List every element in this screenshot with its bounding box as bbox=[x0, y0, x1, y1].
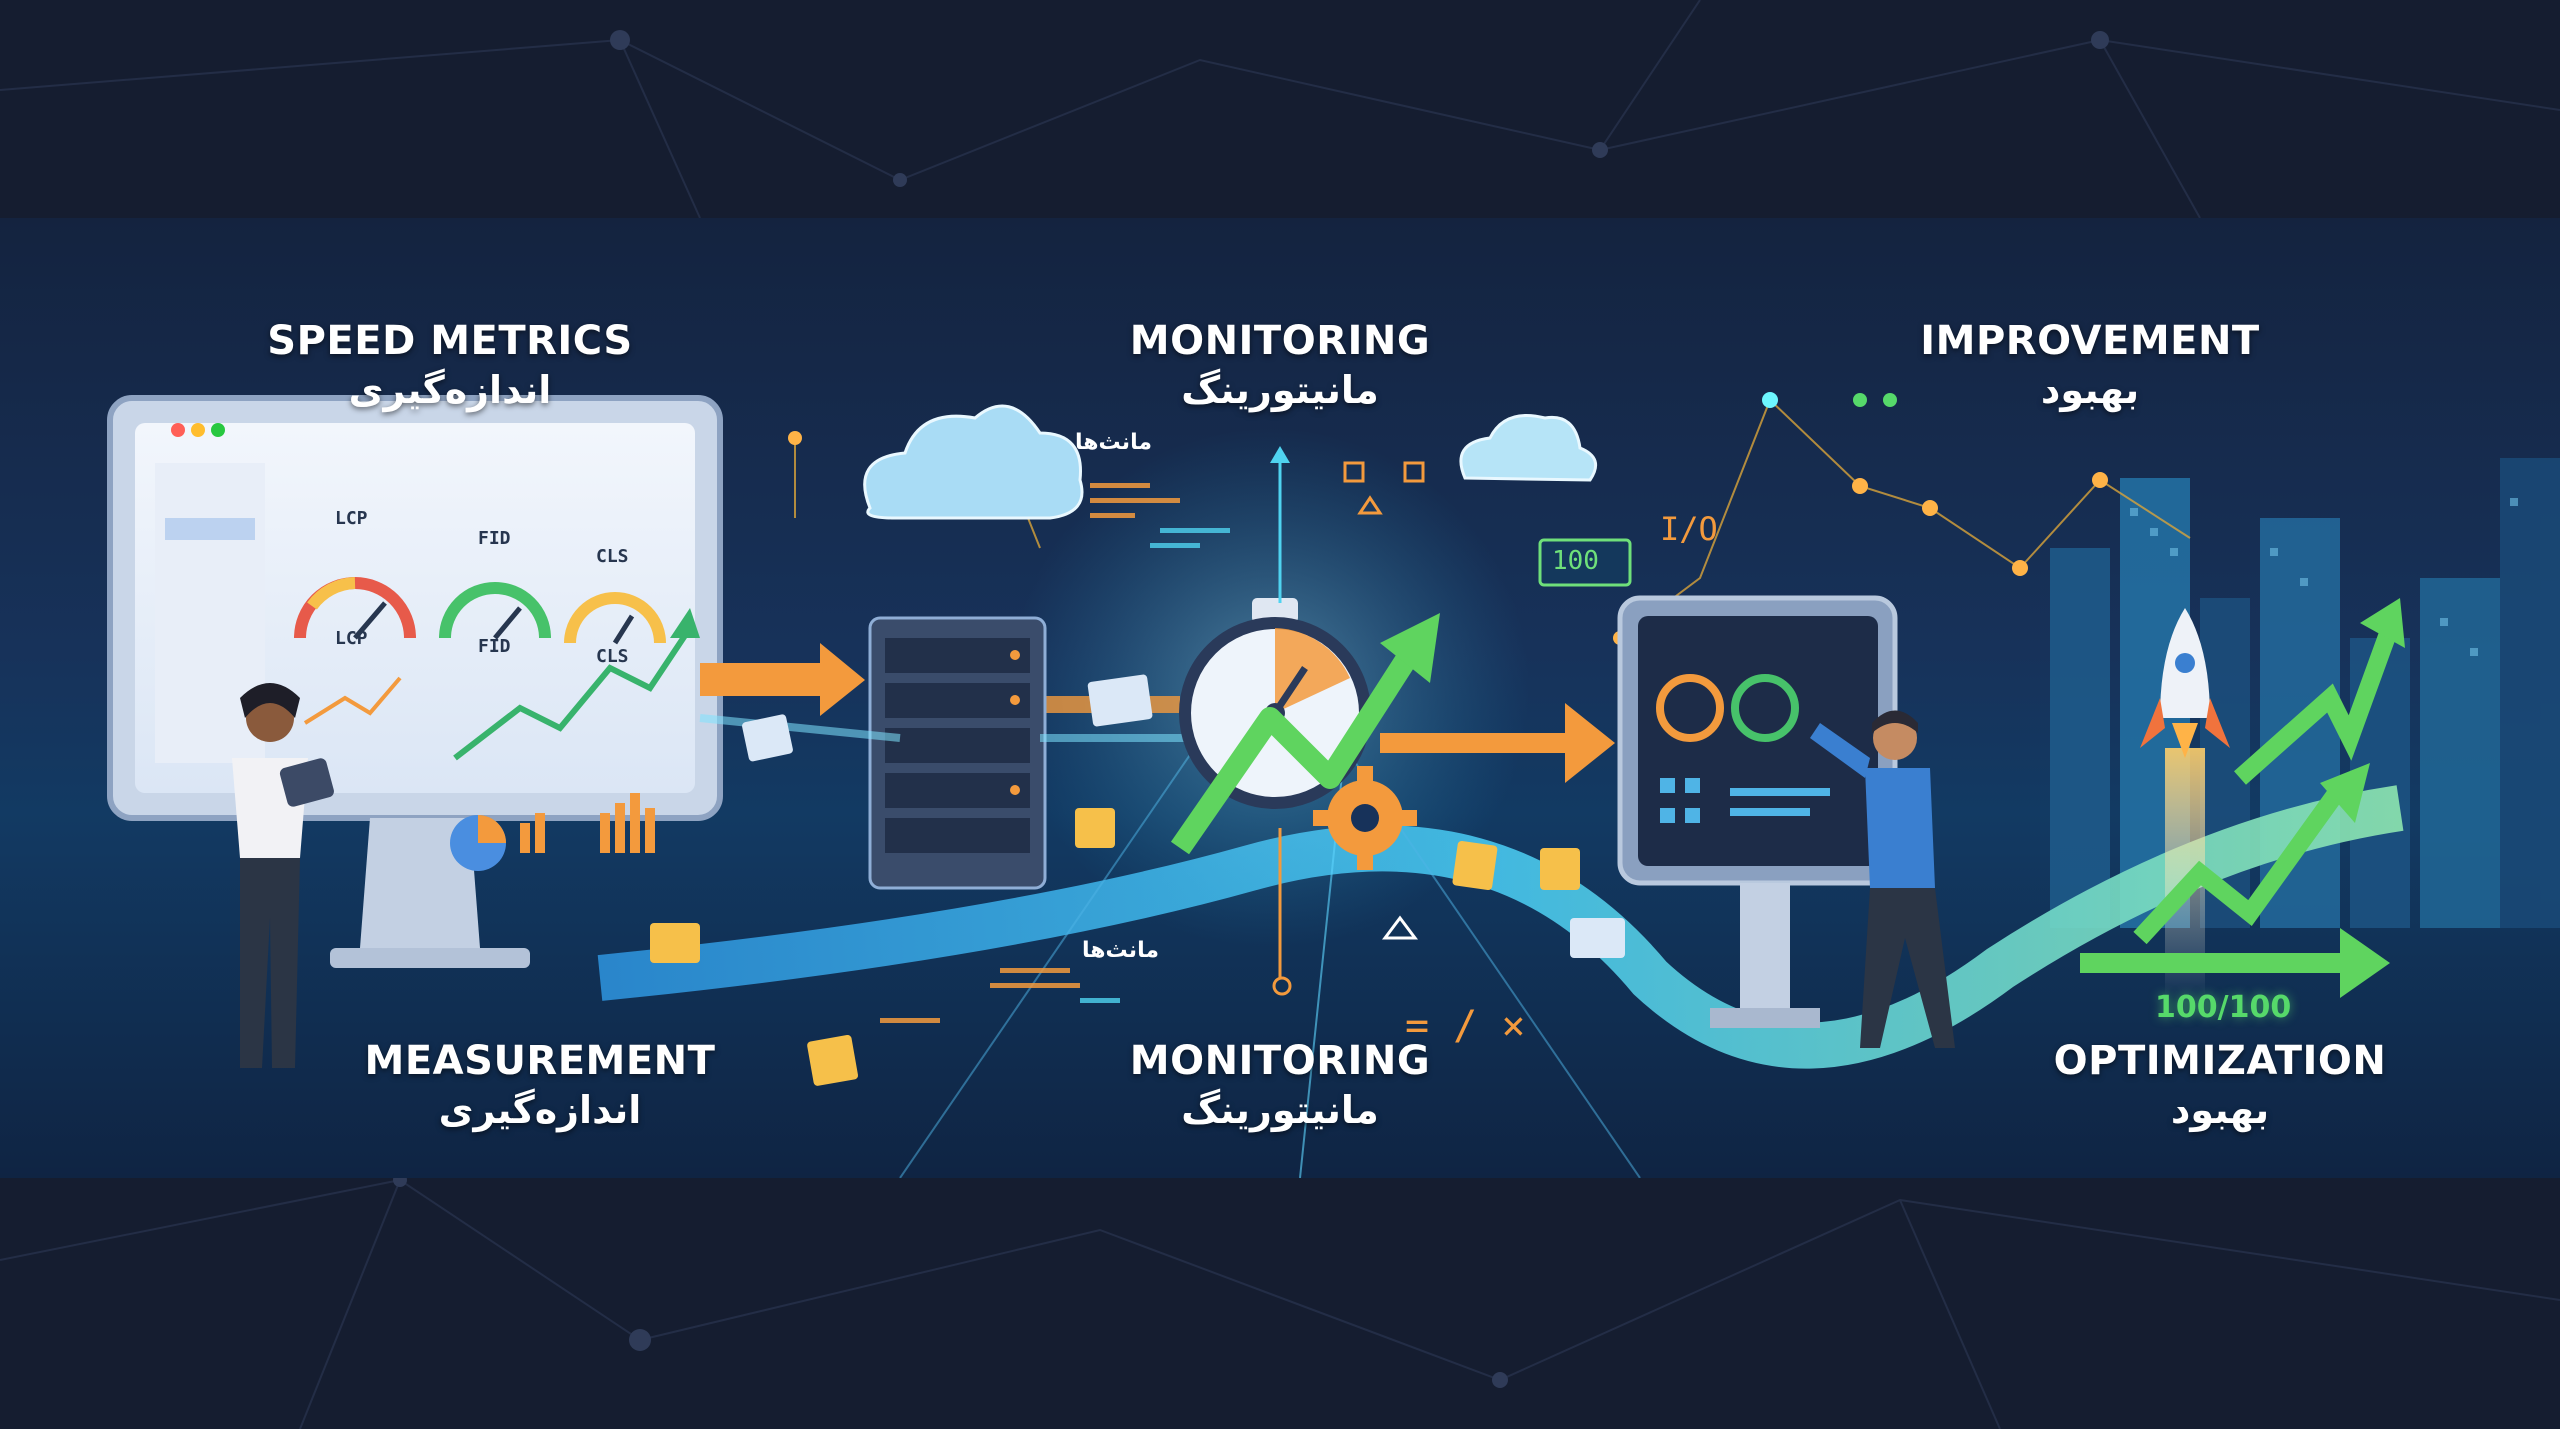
city-skyline bbox=[2050, 458, 2560, 928]
io-text: I/O bbox=[1660, 510, 1718, 548]
code-snippets bbox=[880, 483, 1180, 1023]
floating-tag: مانث‌ها bbox=[1082, 938, 1159, 963]
gauge-fid-title: FID bbox=[478, 528, 511, 549]
stage-optimization: OPTIMIZATION بهبود bbox=[2020, 1038, 2420, 1132]
stage-title-fa: مانیتورینگ bbox=[1181, 368, 1379, 412]
stage-title-fa: اندازه‌گیری bbox=[348, 368, 552, 412]
dashboard-icon bbox=[1617, 595, 1898, 1028]
stage-monitoring-bottom: MONITORING مانیتورینگ bbox=[1080, 1038, 1480, 1132]
cloud-icon bbox=[1459, 414, 1598, 482]
gauge-cls bbox=[564, 592, 666, 645]
scene-illustration bbox=[107, 392, 2560, 1178]
stage-title-en: MONITORING bbox=[1129, 318, 1431, 364]
score-box-text: 100 bbox=[1552, 546, 1599, 576]
stage-improvement: IMPROVEMENT بهبود bbox=[1890, 318, 2290, 412]
stage-title-en: MEASUREMENT bbox=[364, 1038, 716, 1084]
stage-measurement: MEASUREMENT اندازه‌گیری bbox=[340, 1038, 740, 1132]
gauge-lcp bbox=[294, 577, 416, 640]
stage-title-fa: مانیتورینگ bbox=[1181, 1088, 1379, 1132]
gauge-cls-title: CLS bbox=[596, 546, 629, 567]
optimization-score: 100/100 bbox=[2155, 990, 2292, 1025]
infographic-banner: SPEED METRICS اندازه‌گیری MONITORING مان… bbox=[0, 218, 2560, 1178]
gauge-cls-caption: CLS bbox=[596, 646, 629, 667]
stage-title-en: OPTIMIZATION bbox=[2053, 1038, 2387, 1084]
gauge-fid-caption: FID bbox=[478, 636, 511, 657]
monitor-icon bbox=[107, 395, 723, 968]
gauge-lcp-caption: LCP bbox=[335, 628, 368, 649]
stage-title-en: MONITORING bbox=[1129, 1038, 1431, 1084]
stage-title-en: IMPROVEMENT bbox=[1920, 318, 2260, 364]
gauge-lcp-title: LCP bbox=[335, 508, 368, 529]
growth-arrows-right bbox=[2080, 598, 2405, 998]
gauge-fid bbox=[439, 582, 551, 640]
person-icon bbox=[232, 683, 334, 1068]
floating-cards bbox=[650, 674, 1625, 1086]
stage-title-fa: بهبود bbox=[2040, 368, 2140, 412]
growth-arrow bbox=[1170, 613, 1440, 855]
person-icon bbox=[1810, 710, 1955, 1048]
gear-icon bbox=[1313, 766, 1417, 870]
stage-title-en: SPEED METRICS bbox=[267, 318, 633, 364]
cloud-icon bbox=[863, 404, 1084, 520]
server-icon bbox=[868, 616, 1047, 890]
floating-tag: مانث‌ها bbox=[1075, 430, 1152, 455]
stage-monitoring-top: MONITORING مانیتورینگ bbox=[1080, 318, 1480, 412]
math-symbols: = / × bbox=[1405, 1003, 1526, 1049]
stage-title-fa: بهبود bbox=[2170, 1088, 2270, 1132]
stage-speed-metrics: SPEED METRICS اندازه‌گیری bbox=[250, 318, 650, 412]
stage-title-fa: اندازه‌گیری bbox=[438, 1088, 642, 1132]
